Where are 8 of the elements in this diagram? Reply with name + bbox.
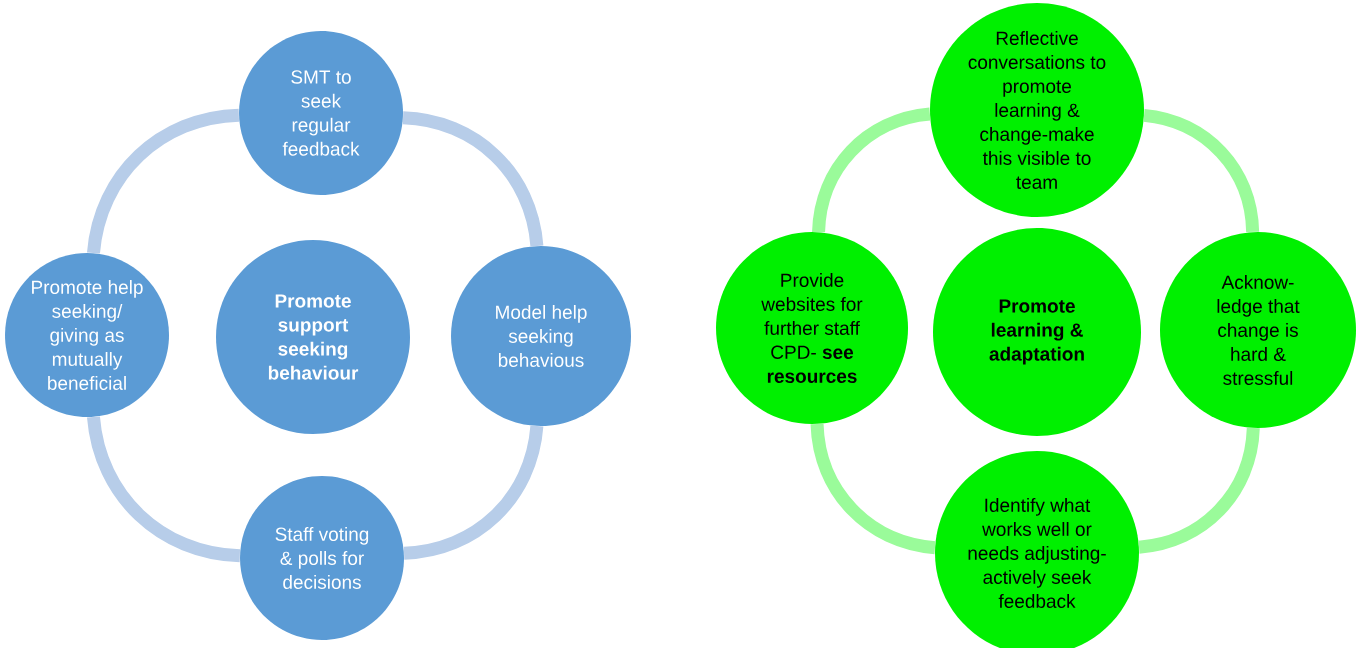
ring-arc	[812, 107, 931, 233]
ring-arc	[1138, 427, 1260, 554]
ring-arc	[1143, 108, 1260, 233]
ring-arc	[87, 108, 240, 254]
ring-arc	[87, 416, 241, 563]
ring-arc	[402, 111, 544, 247]
ring-arc	[810, 423, 936, 555]
ring-arc	[403, 425, 544, 560]
